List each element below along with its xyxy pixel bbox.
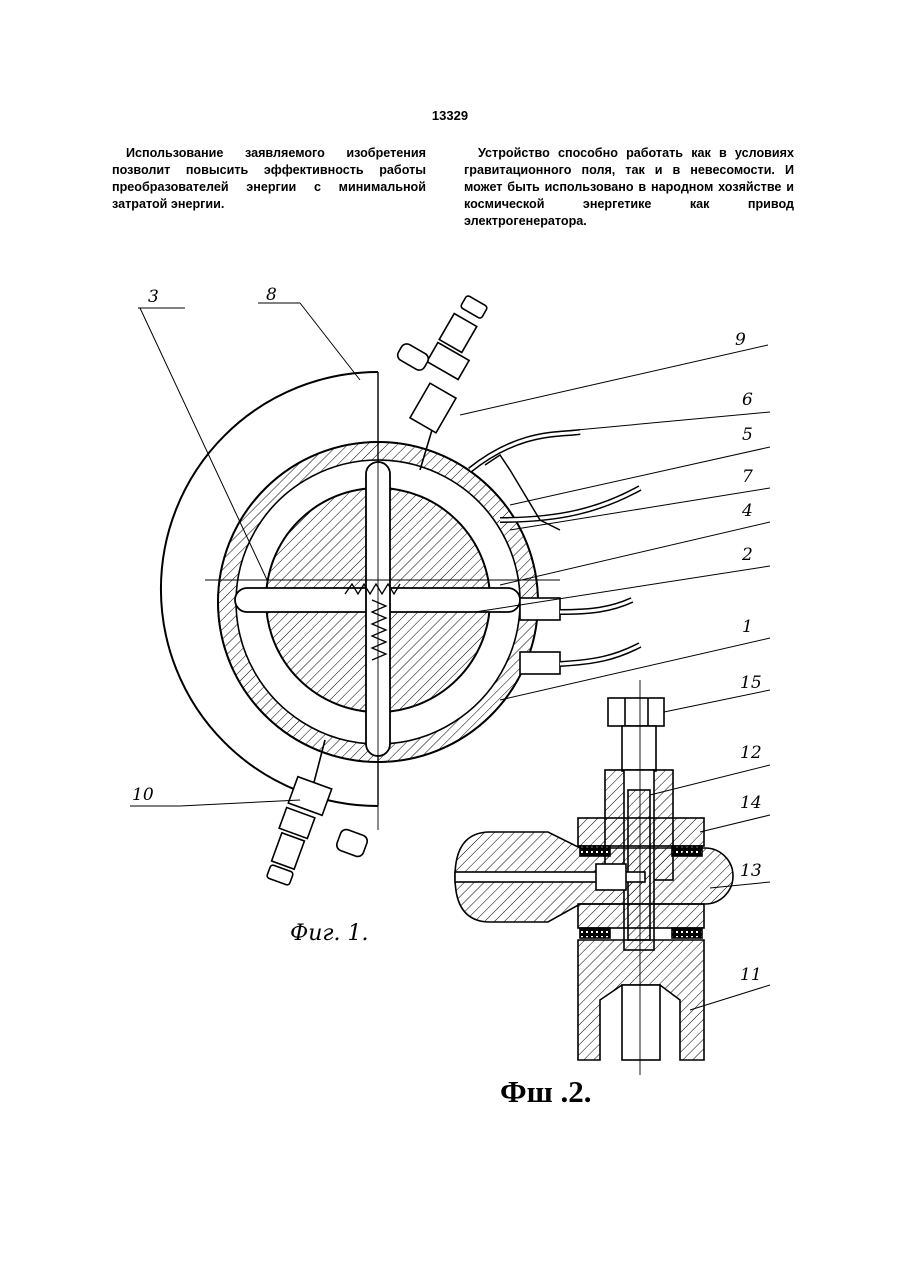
figure-1 (130, 295, 770, 886)
label-6: 6 (742, 390, 753, 410)
nut-15 (608, 698, 664, 726)
label-15: 15 (740, 673, 762, 693)
label-5: 5 (742, 425, 753, 445)
label-3: 3 (148, 287, 159, 307)
label-13: 13 (740, 861, 762, 881)
label-1: 1 (742, 617, 753, 637)
figure-2 (455, 680, 770, 1075)
label-12: 12 (740, 743, 762, 763)
label-9: 9 (735, 330, 746, 350)
flange-14 (578, 818, 704, 846)
label-10: 10 (132, 785, 154, 805)
label-7: 7 (742, 467, 753, 487)
caption-figure-2: Фш .2. (500, 1074, 592, 1109)
top-valve (396, 295, 488, 470)
bottom-valve (266, 740, 369, 886)
label-11: 11 (740, 965, 762, 985)
label-14: 14 (740, 793, 762, 813)
label-4: 4 (741, 501, 753, 521)
label-8: 8 (266, 285, 277, 305)
label-2: 2 (741, 545, 753, 565)
caption-figure-1: Фиг. 1. (290, 921, 369, 946)
